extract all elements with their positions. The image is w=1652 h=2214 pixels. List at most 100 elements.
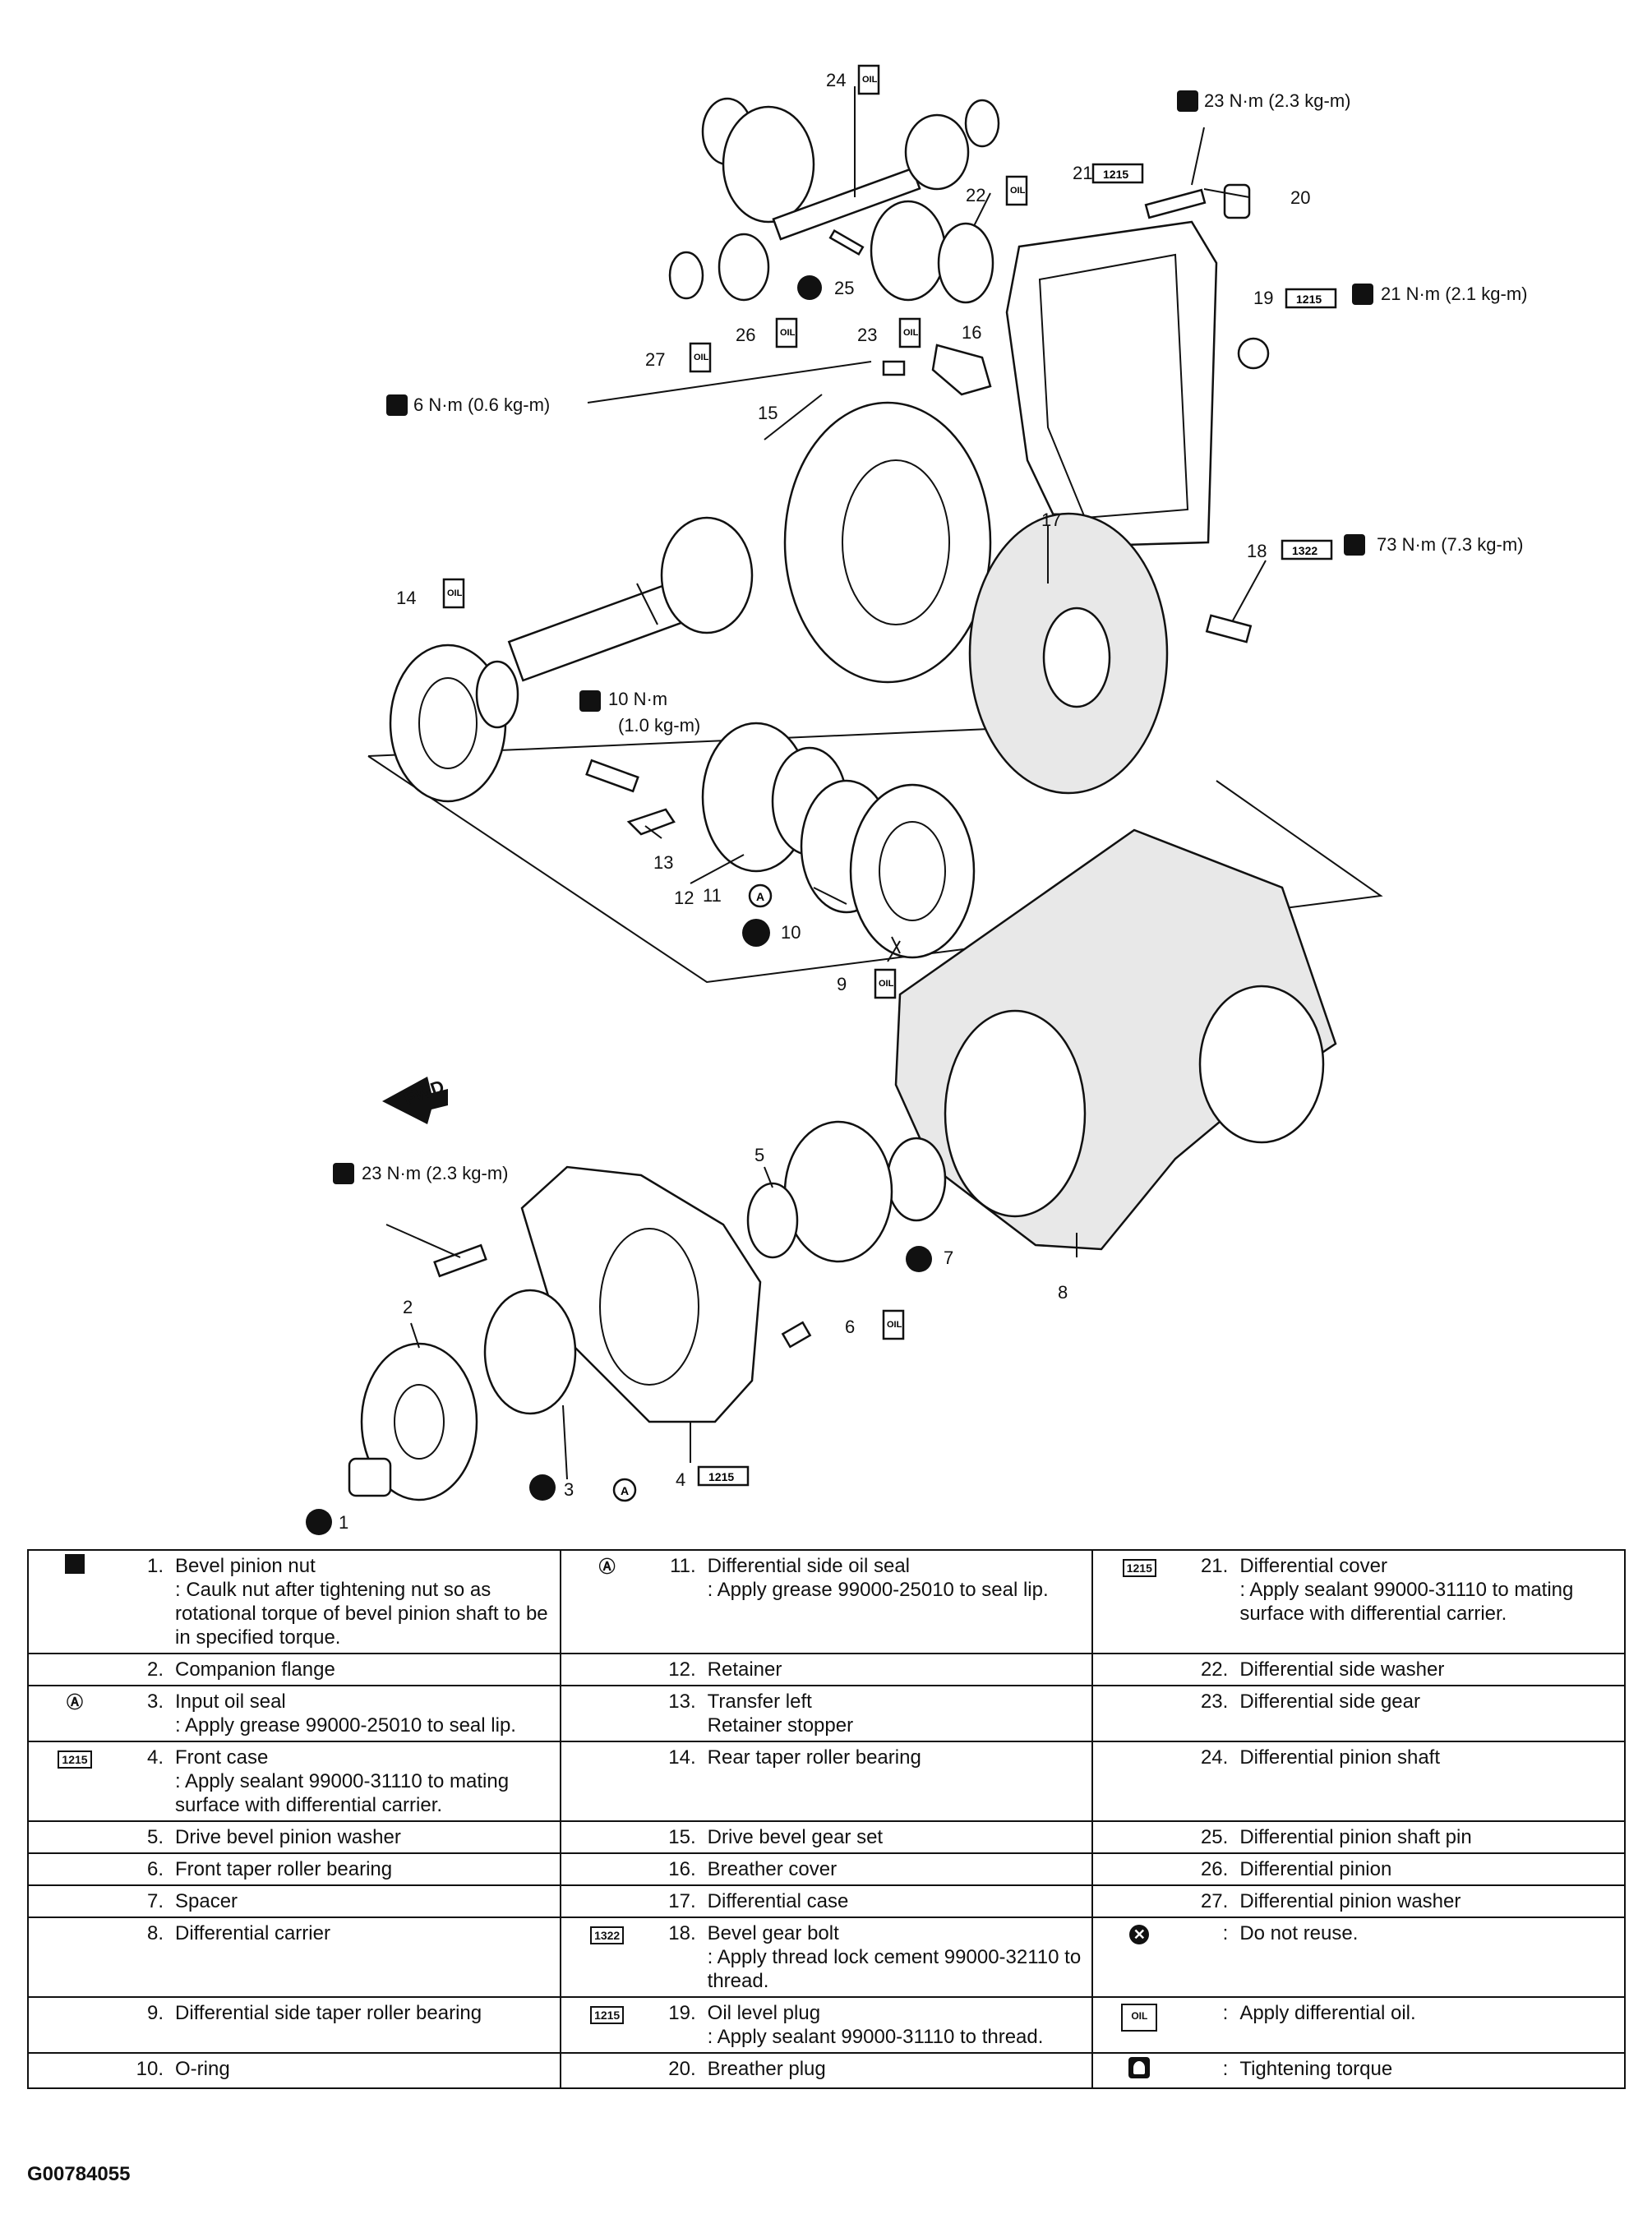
front-case — [520, 1165, 762, 1423]
legend-symbol — [1098, 1746, 1180, 1769]
legend-symbol — [1098, 1889, 1180, 1913]
legend-cell: 20.Breather plug — [559, 2052, 1094, 2089]
legend-symbol — [34, 1825, 116, 1849]
legend-number: 22. — [1200, 1658, 1229, 1681]
legend-number: 8. — [146, 1922, 164, 1944]
dowel-pin — [781, 1321, 812, 1349]
companion-flange — [360, 1342, 478, 1501]
legend-symbol — [566, 1825, 648, 1849]
legend-number: 18. — [668, 1922, 696, 1944]
legend-symbol — [34, 2057, 116, 2081]
legend-symbol: 1215 — [566, 2001, 648, 2049]
callout-6: 6 — [845, 1317, 855, 1337]
legend-number: 25. — [1200, 1826, 1229, 1848]
legend-cell: 8. Differential carrier — [27, 1916, 561, 1998]
grease-gun-icon: Ⓐ — [598, 1558, 616, 1576]
legend-number: 6. — [146, 1858, 164, 1880]
callout-14: 14 — [396, 588, 416, 608]
legend-text: Transfer left Retainer stopper — [707, 1690, 854, 1737]
legend-cell: 17.Differential case — [559, 1884, 1094, 1918]
torque-oil-level-plug: 21 N·m (2.1 kg-m) — [1381, 284, 1527, 304]
legend-symbol: 1322 — [566, 1921, 648, 1993]
bevel-pinion-nut — [348, 1457, 392, 1497]
callout-5: 5 — [754, 1145, 764, 1165]
legend-cell: 13. Transfer left Retainer stopper — [559, 1685, 1094, 1742]
legend-number: 19. — [668, 2002, 696, 2024]
front-case-bolt — [433, 1243, 487, 1278]
legend-text: Differential pinion washer — [1239, 1890, 1461, 1912]
callout-15: 15 — [758, 403, 778, 423]
sealant-badges: 1215 1215 1322 1215 — [697, 163, 1337, 1487]
drive-bevel-gear-ring — [783, 401, 992, 684]
callout-25: 25 — [834, 278, 854, 298]
legend-number: 2. — [146, 1658, 164, 1681]
legend-text: Rear taper roller bearing — [707, 1746, 921, 1769]
legend-number: 14. — [668, 1746, 696, 1769]
legend-text: Differential case — [707, 1890, 849, 1912]
callout-18: 18 — [1247, 541, 1267, 561]
legend-text: Differential pinion — [1239, 1858, 1392, 1880]
callout-11: 11 — [703, 885, 722, 906]
callout-24: 24 — [826, 70, 846, 90]
legend-cell: 24.Differential pinion shaft — [1091, 1741, 1626, 1822]
svg-text:OIL: OIL — [879, 979, 894, 989]
legend-number: 20. — [668, 2058, 696, 2080]
bevel-gear-bolt — [1205, 614, 1253, 643]
legend-symbol — [1098, 1857, 1180, 1881]
legend-symbol: OIL — [1098, 2001, 1180, 2032]
legend-cell: 14. Rear taper roller bearing — [559, 1741, 1094, 1822]
callout-27: 27 — [645, 349, 665, 370]
legend-symbol — [1098, 1690, 1180, 1714]
legend-cell: 1215 19. Oil level plug : Apply sealant 99… — [559, 1996, 1094, 2054]
sealant-badge-icon: 1322 — [590, 1926, 625, 1944]
legend-cell: 7.Spacer — [27, 1884, 561, 1918]
legend-number: 27. — [1200, 1890, 1229, 1912]
legend-cell: 2.Companion flange — [27, 1653, 561, 1686]
legend-cell: 12.Retainer — [559, 1653, 1094, 1686]
legend-symbol — [34, 1857, 116, 1881]
legend-number: 26. — [1200, 1858, 1229, 1880]
legend-number: 15. — [668, 1826, 696, 1848]
svg-text:A: A — [621, 1484, 629, 1497]
legend-text: Differential side taper roller bearing — [175, 2002, 482, 2024]
legend-symbol — [566, 2057, 648, 2081]
differential-pinion-top — [904, 113, 970, 191]
legend-symbol — [34, 2001, 116, 2025]
differential-pinion — [718, 233, 770, 302]
callout-17: 17 — [1041, 510, 1061, 530]
legend-cell: 26. Differential pinion — [1091, 1852, 1626, 1886]
legend-text: Spacer — [175, 1890, 238, 1912]
legend-cell: 5.Drive bevel pinion washer — [27, 1820, 561, 1854]
legend-number: 3. — [146, 1690, 164, 1713]
callout-20: 20 — [1290, 187, 1310, 208]
callout-3: 3 — [564, 1479, 574, 1500]
drive-bevel-pinion-washer — [746, 1182, 799, 1259]
oil-icons: OIL OIL OIL OIL OIL OIL OIL OIL — [442, 64, 1028, 1340]
legend-symbol — [1098, 2057, 1180, 2084]
retainer-stopper — [626, 808, 676, 836]
callout-16: 16 — [962, 322, 981, 343]
differential-side-gear-left — [722, 105, 815, 224]
legend-symbol — [34, 1658, 116, 1681]
legend-row: 9.Differential side taper roller bearing… — [27, 1996, 1626, 2054]
drive-bevel-pinion-gear — [660, 516, 754, 634]
legend-symbol — [566, 1746, 648, 1769]
legend-number: 13. — [668, 1690, 696, 1713]
legend-cell: 25. Differential pinion shaft pin — [1091, 1820, 1626, 1854]
legend-symbol: Ⓐ — [34, 1690, 116, 1737]
torque-bevel-gear-bolt: 73 N·m (7.3 kg-m) — [1377, 534, 1523, 555]
legend-text: Differential carrier — [175, 1922, 330, 1944]
sealant-badge-icon: 1215 — [1122, 1559, 1156, 1577]
legend-text: Front case : Apply sealant 99000-31110 t… — [175, 1746, 510, 1816]
svg-text:OIL: OIL — [694, 353, 709, 362]
legend-text: Oil level plug : Apply sealant 99000-311… — [707, 2002, 1044, 2048]
torque-icon — [1128, 2057, 1151, 2078]
legend-text: Differential pinion shaft pin — [1239, 1826, 1472, 1848]
